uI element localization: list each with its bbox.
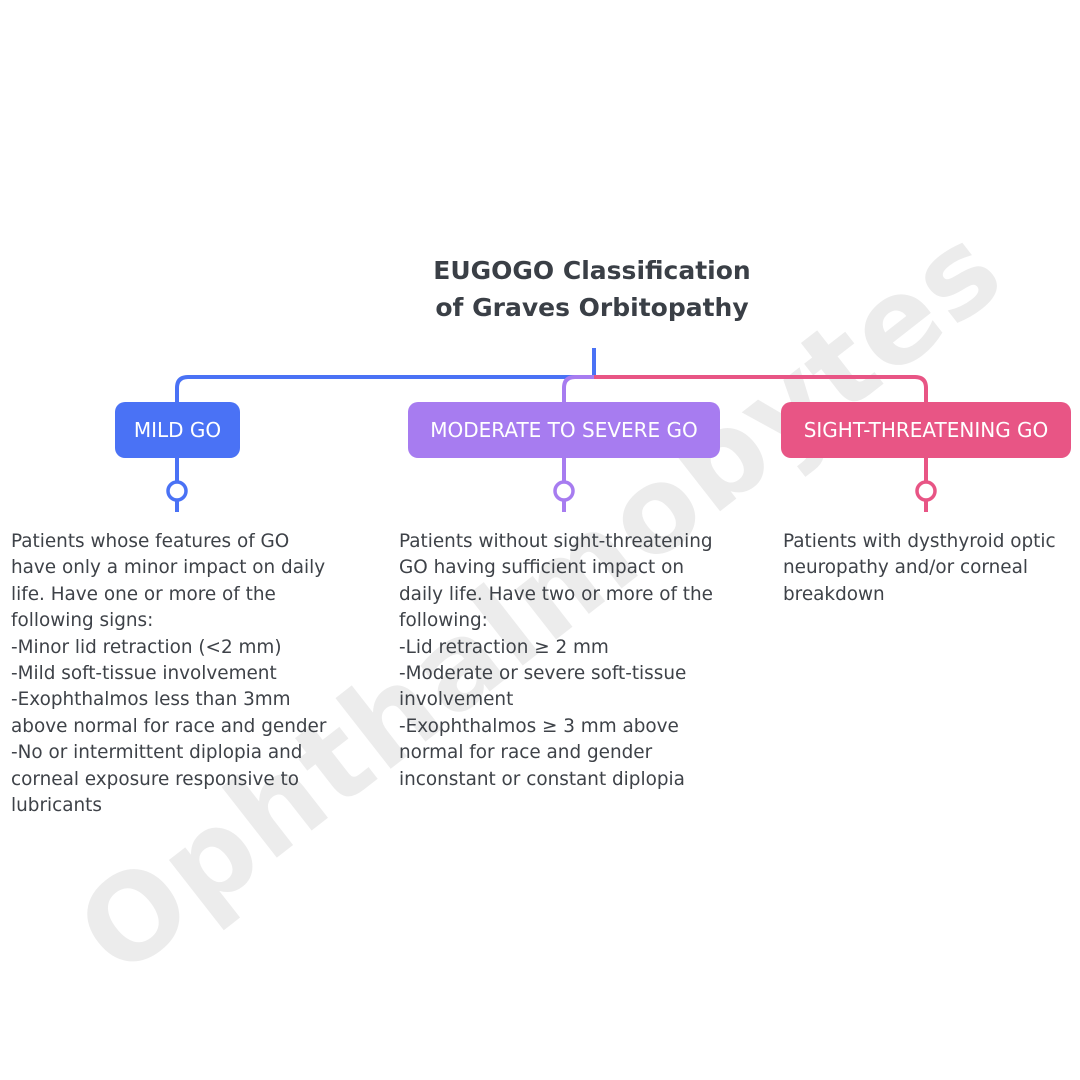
description-line: involvement xyxy=(399,689,514,711)
description-line: -Exophthalmos less than 3mm xyxy=(11,689,291,711)
page-title: EUGOGO Classification of Graves Orbitopa… xyxy=(392,252,792,326)
stem-circle-moderate xyxy=(553,480,575,502)
description-line: -Moderate or severe soft-tissue xyxy=(399,663,687,685)
stem-circle-sight-threatening xyxy=(915,480,937,502)
description-line: Patients whose features of GO xyxy=(11,531,290,552)
node-mild-go: MILD GO xyxy=(115,402,240,458)
branch-line-moderate xyxy=(562,375,594,402)
description-line: Patients without sight-threatening xyxy=(399,531,713,552)
description-line: lubricants xyxy=(11,795,102,817)
title-line-1: EUGOGO Classification xyxy=(433,256,751,285)
description-line: -Exophthalmos ≥ 3 mm above xyxy=(399,715,679,737)
title-line-2: of Graves Orbitopathy xyxy=(435,293,749,322)
description-line: following signs: xyxy=(11,610,154,632)
description-line: inconstant or constant diplopia xyxy=(399,768,685,790)
description-line: have only a minor impact on daily xyxy=(11,557,326,579)
description-line: -No or intermittent diplopia and xyxy=(11,742,303,764)
branch-line-sight-threatening xyxy=(594,375,928,402)
description-line: daily life. Have two or more of the xyxy=(399,583,713,605)
description-sight-threatening-go: Patients with dysthyroid optic neuropathy… xyxy=(783,529,1078,608)
stem-circle-mild xyxy=(166,480,188,502)
description-mild-go: Patients whose features of GO have only a… xyxy=(11,529,361,819)
description-line: above normal for race and gender xyxy=(11,715,327,737)
description-line: -Lid retraction ≥ 2 mm xyxy=(399,636,609,658)
description-line: following: xyxy=(399,610,488,632)
description-line: life. Have one or more of the xyxy=(11,583,276,605)
description-line: breakdown xyxy=(783,583,885,605)
branch-line-mild xyxy=(175,375,594,402)
description-moderate-to-severe-go: Patients without sight-threatening GO hav… xyxy=(399,529,744,793)
description-line: neuropathy and/or corneal xyxy=(783,557,1028,579)
node-sight-threatening-go: SIGHT-THREATENING GO xyxy=(781,402,1071,458)
node-moderate-to-severe-go: MODERATE TO SEVERE GO xyxy=(408,402,720,458)
description-line: corneal exposure responsive to xyxy=(11,768,299,790)
description-line: Patients with dysthyroid optic xyxy=(783,531,1056,552)
description-line: -Minor lid retraction (<2 mm) xyxy=(11,636,282,658)
description-line: normal for race and gender xyxy=(399,742,653,764)
description-line: -Mild soft-tissue involvement xyxy=(11,663,277,685)
description-line: GO having sufficient impact on xyxy=(399,557,684,579)
